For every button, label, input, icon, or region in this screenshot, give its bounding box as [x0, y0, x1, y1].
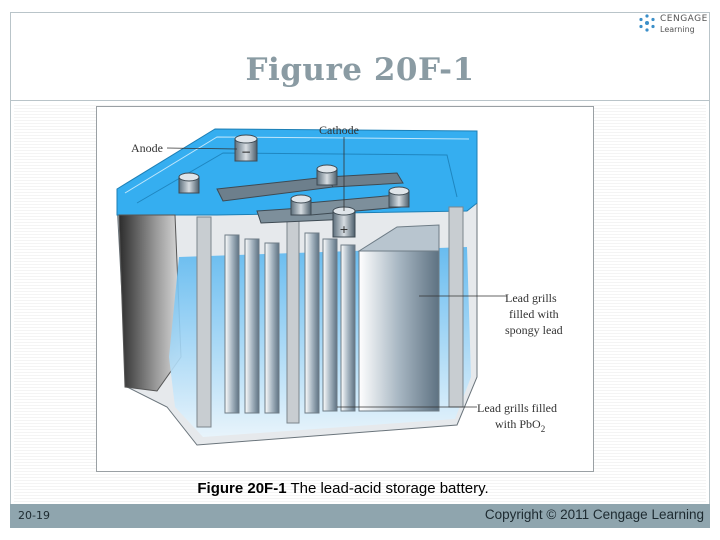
label-anode: Anode [131, 141, 163, 155]
caption-text: The lead-acid storage battery. [286, 480, 489, 497]
post-3 [316, 164, 338, 186]
logo-wordmark: CENGAGE [660, 14, 708, 24]
post-4 [388, 186, 410, 208]
page-number: 20-19 [18, 509, 50, 522]
figure-caption: Figure 20F-1 The lead-acid storage batte… [0, 480, 686, 497]
label-grill2-sub: 2 [541, 424, 546, 434]
leader-lines [166, 137, 507, 408]
cengage-logo-icon [639, 14, 655, 32]
minus-sign: − [241, 145, 251, 159]
battery-figure: − + Anode C [96, 106, 594, 472]
negative-terminal: − [234, 134, 258, 162]
label-cathode: Cathode [319, 123, 359, 137]
post-2 [290, 194, 312, 216]
footer-bar [10, 504, 710, 528]
caption-figure-number: Figure 20F-1 [197, 480, 287, 497]
label-grill2-main: with PbO [495, 417, 541, 431]
slide-frame [10, 12, 710, 504]
plus-sign: + [339, 223, 348, 236]
label-grill1-line2: filled with [509, 307, 559, 321]
copyright-notice: Copyright © 2011 Cengage Learning [484, 507, 704, 522]
positive-terminal: + [332, 206, 356, 238]
title-divider [10, 100, 710, 101]
lead-acid-battery-diagram: − + Anode C [116, 123, 563, 446]
label-grill1-line3: spongy lead [505, 323, 563, 337]
slide-title: Figure 20F-1 [245, 52, 475, 88]
label-grill2-line1: Lead grills filled [477, 401, 557, 415]
cengage-logo: CENGAGE Learning [636, 12, 714, 38]
label-grill2-line2: with PbO2 [495, 417, 545, 434]
electrode-plates [224, 224, 440, 414]
logo-subtitle: Learning [660, 25, 695, 34]
label-grill1-line1: Lead grills [505, 291, 557, 305]
post-1 [178, 172, 200, 194]
